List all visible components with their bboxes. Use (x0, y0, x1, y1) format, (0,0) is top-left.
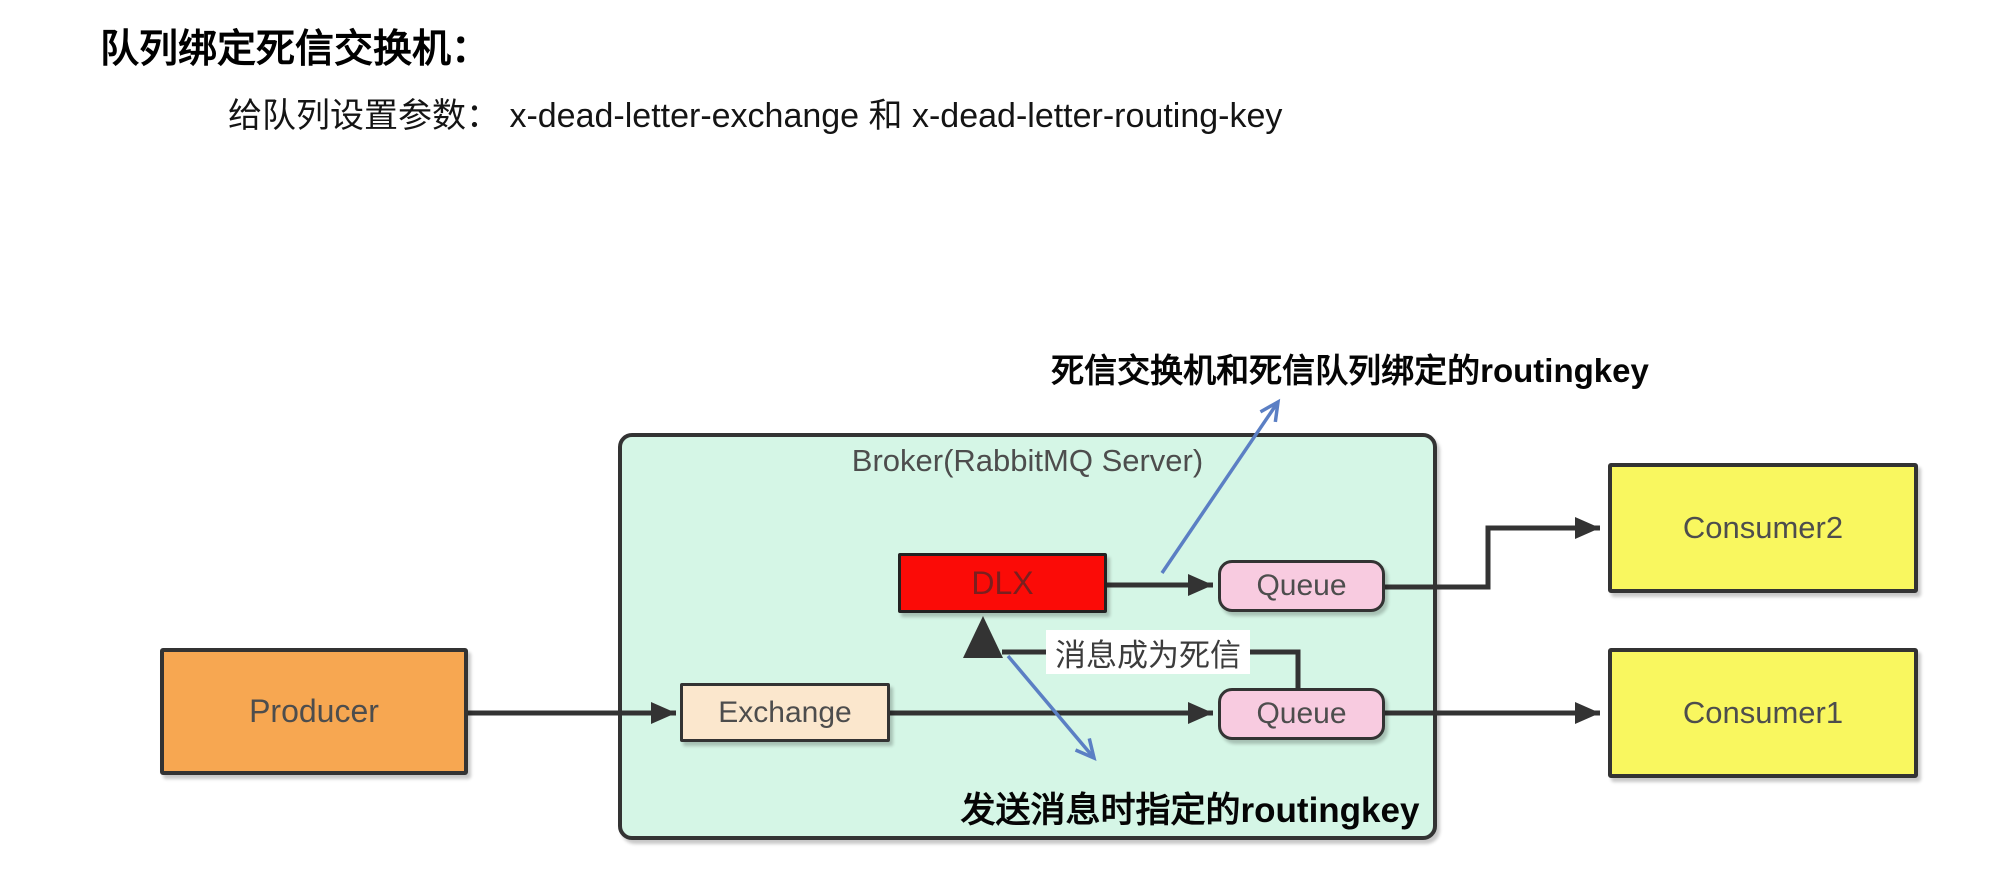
broker-box: Broker(RabbitMQ Server) (618, 433, 1437, 840)
consumer1-box: Consumer1 (1608, 648, 1918, 778)
annotation-send-routingkey: 发送消息时指定的routingkey (960, 791, 1420, 830)
exchange-box: Exchange (680, 683, 890, 742)
normal-queue-box: Queue (1218, 688, 1385, 740)
dead-letter-note: 消息成为死信 (1046, 630, 1250, 674)
consumer2-box: Consumer2 (1608, 463, 1918, 593)
dead-letter-queue-box: Queue (1218, 560, 1385, 612)
dead-letter-queue-label: Queue (1256, 569, 1347, 602)
producer-label: Producer (249, 693, 379, 729)
producer-box: Producer (160, 648, 468, 775)
consumer2-label: Consumer2 (1682, 510, 1844, 545)
page-subtitle: 给队列设置参数： x-dead-letter-exchange 和 x-dead… (228, 97, 1283, 135)
normal-queue-label: Queue (1256, 697, 1347, 730)
dlx-label: DLX (971, 564, 1034, 601)
page-title: 队列绑定死信交换机： (100, 28, 491, 71)
broker-label: Broker(RabbitMQ Server) (851, 443, 1204, 478)
annotation-dlx-routingkey: 死信交换机和死信队列绑定的routingkey (1051, 352, 1649, 389)
dlx-box: DLX (898, 553, 1107, 613)
exchange-label: Exchange (718, 695, 852, 729)
consumer1-label: Consumer1 (1682, 695, 1844, 730)
